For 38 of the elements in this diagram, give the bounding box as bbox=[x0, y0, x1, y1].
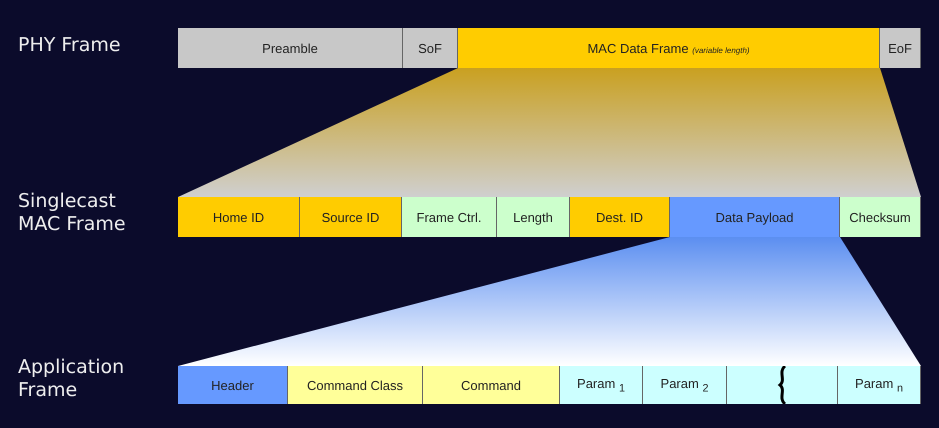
field-cell bbox=[838, 366, 921, 404]
field-cell bbox=[458, 28, 880, 68]
field-name: MAC Data Frame (variable length) bbox=[587, 40, 750, 56]
field-cell bbox=[560, 366, 643, 404]
field-cell bbox=[300, 197, 402, 237]
field-cell bbox=[178, 28, 403, 68]
row-label: Application Frame bbox=[18, 356, 126, 402]
field-cell bbox=[840, 197, 921, 237]
field-cell bbox=[288, 366, 423, 404]
field-name: Length bbox=[513, 210, 553, 224]
field-name: Header bbox=[211, 378, 254, 392]
field-cell bbox=[178, 197, 300, 237]
field-name: Dest. ID bbox=[596, 210, 643, 224]
field-name: EoF bbox=[888, 40, 912, 56]
field-name: Checksum bbox=[849, 210, 911, 224]
row-label: Singlecast MAC Frame bbox=[18, 190, 127, 236]
field-cell bbox=[643, 366, 727, 404]
field-name: Home ID bbox=[212, 210, 264, 224]
field-name: Command bbox=[461, 378, 521, 392]
field-name: Data Payload bbox=[715, 210, 794, 224]
field-cell bbox=[178, 366, 288, 404]
field-name: Param $_{1}$ bbox=[577, 376, 625, 394]
field-name: Command Class bbox=[306, 378, 404, 392]
field-name: Source ID bbox=[322, 210, 380, 224]
row-label: PHY Frame bbox=[18, 34, 122, 57]
field-cell bbox=[497, 197, 570, 237]
field-name: Param $_{2}$ bbox=[660, 376, 708, 394]
gap-cell bbox=[727, 366, 838, 404]
field-cell bbox=[403, 28, 458, 68]
field-name: Param $_{n}$ bbox=[855, 376, 903, 394]
field-cell bbox=[423, 366, 560, 404]
field-cell bbox=[880, 28, 921, 68]
field-name: Frame Ctrl. bbox=[416, 210, 482, 224]
field-cell bbox=[570, 197, 670, 237]
field-cell bbox=[402, 197, 497, 237]
field-name: SoF bbox=[418, 40, 442, 56]
field-cell bbox=[670, 197, 840, 237]
field-name: Preamble bbox=[262, 40, 318, 56]
